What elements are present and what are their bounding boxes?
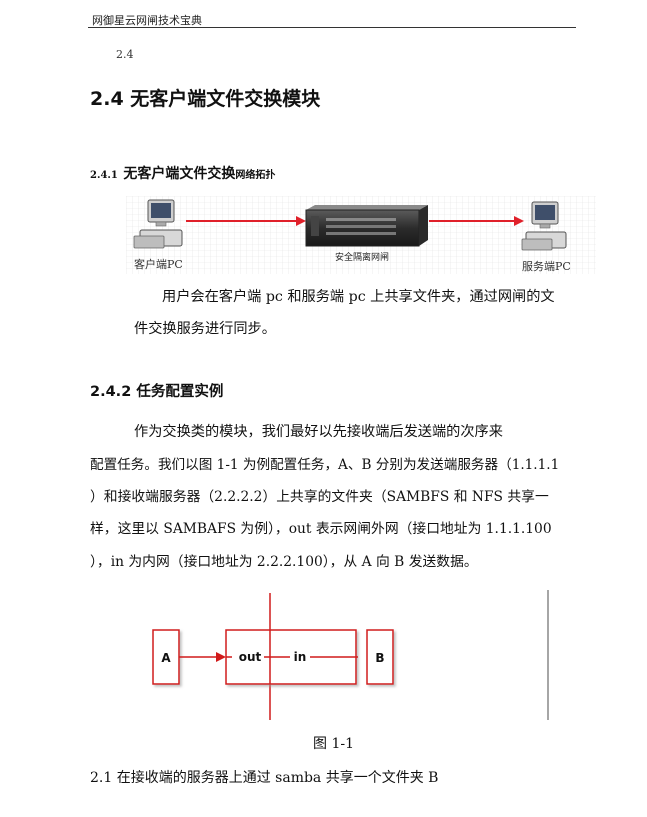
box-out-label: out: [239, 650, 262, 664]
client-pc-label: 客户端PC: [134, 257, 183, 271]
arrow-gateway-to-server: [429, 216, 524, 226]
paragraph-1-line-1: 用户会在客户端 pc 和服务端 pc 上共享文件夹，通过网闸的文: [162, 289, 555, 305]
security-gateway-device: [305, 205, 428, 247]
arrow-client-to-gateway: [186, 216, 306, 226]
arrow-a-to-out: [179, 652, 226, 662]
section-number: 2.4: [116, 48, 134, 61]
heading-2-number: 2.4.1: [90, 170, 118, 181]
server-pc-label: 服务端PC: [522, 260, 571, 273]
step-2-1: 2.1 在接收端的服务器上通过 samba 共享一个文件夹 B: [90, 770, 439, 786]
gateway-box: out in: [225, 629, 357, 685]
heading-2-subtitle: 网络拓扑: [235, 170, 276, 181]
box-b-label: B: [375, 651, 384, 665]
client-pc-icon: [133, 199, 183, 249]
paragraph-2-line-5: ），in 为内网（接口地址为 2.2.2.100），从 A 向 B 发送数据。: [90, 554, 478, 570]
server-pc-icon: [521, 201, 567, 251]
gateway-label: 安全隔离网闸: [335, 251, 389, 263]
figure-caption: 图 1-1: [313, 736, 354, 752]
box-b: B: [366, 629, 394, 685]
box-a-label: A: [161, 651, 171, 665]
heading-2-title: 无客户端文件交换: [123, 166, 236, 182]
running-header: 网御星云网闸技术宝典: [92, 14, 202, 27]
paragraph-1-line-2: 件交换服务进行同步。: [134, 321, 276, 337]
network-topology-diagram: 客户端PC 安全隔离网闸 服务端PC: [126, 196, 596, 274]
figure-1-1: A out in B: [152, 590, 549, 720]
paragraph-2-line-1: 作为交换类的模块，我们最好以先接收端后发送端的次序来: [134, 424, 503, 440]
paragraph-2-line-4: 样，这里以 SAMBAFS 为例），out 表示网闸外网（接口地址为 1.1.1…: [90, 521, 552, 537]
box-in-label: in: [294, 650, 307, 664]
heading-3: 2.4.2 任务配置实例: [90, 384, 224, 400]
heading-1: 2.4 无客户端文件交换模块: [90, 88, 321, 110]
heading-2: 2.4.1 无客户端文件交换网络拓扑: [90, 163, 275, 183]
box-a: A: [152, 629, 180, 685]
paragraph-2-line-2: 配置任务。我们以图 1-1 为例配置任务，A、B 分别为发送端服务器（1.1.1…: [90, 457, 560, 473]
header-rule: [88, 27, 576, 28]
paragraph-2-line-3: ）和接收端服务器（2.2.2.2）上共享的文件夹（SAMBFS 和 NFS 共享…: [90, 489, 549, 505]
